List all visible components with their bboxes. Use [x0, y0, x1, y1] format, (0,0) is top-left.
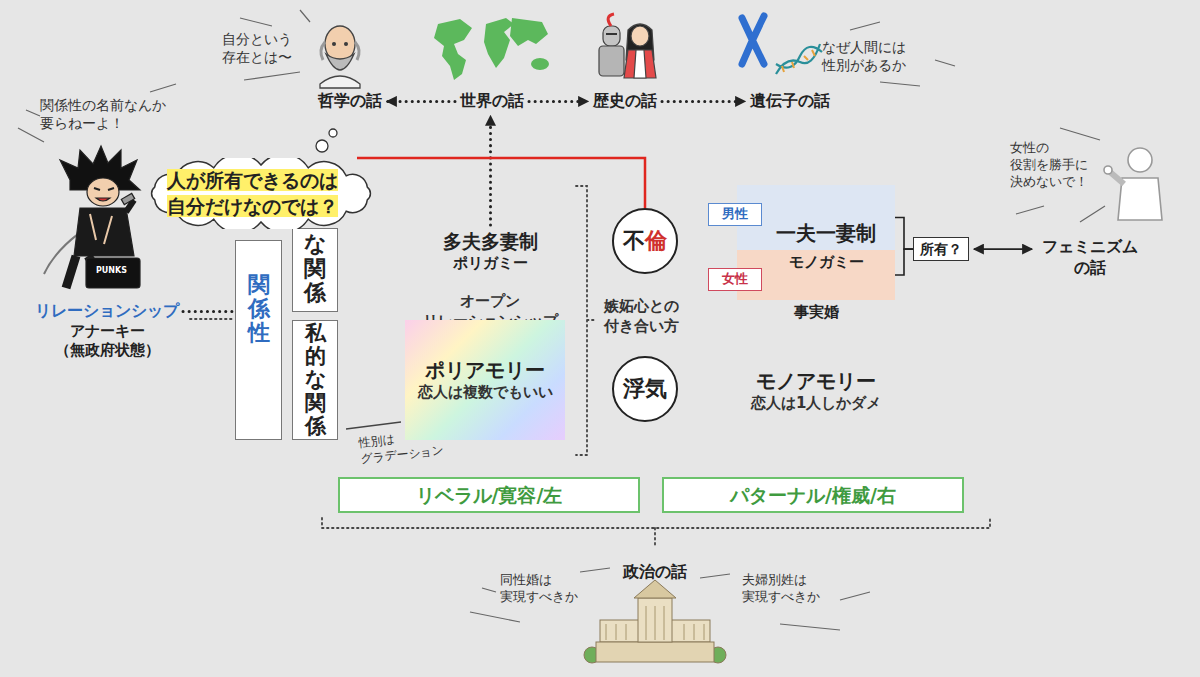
stance-box: パターナル/権威/右 — [662, 477, 964, 513]
topic-label: 世界の話 — [460, 91, 524, 112]
question-box: 所有？ — [913, 237, 969, 261]
annotation: 嫉妬心との 付き合い方 — [598, 297, 685, 336]
annotation: 性別は グラデーション — [358, 427, 451, 467]
slash-marks — [18, 10, 1105, 630]
thought-puffs — [316, 129, 337, 152]
thought-bubble: 人が所有できるのは 自分だけなのでは？ — [145, 158, 377, 229]
gender-tag: 男性 — [708, 203, 762, 226]
vertical-box: な関係 — [292, 228, 338, 312]
color-band: モノガミー女性 — [737, 250, 895, 300]
node-text: 浮気 — [623, 375, 667, 404]
node-text: 一夫一妻制 — [776, 220, 876, 246]
node-text: 多夫多妻制 — [443, 229, 538, 254]
connector — [529, 100, 588, 103]
connector — [895, 249, 913, 275]
node-text: 不倫 — [623, 227, 667, 256]
node-text: モノガミー — [789, 253, 864, 273]
connector — [895, 218, 913, 250]
color-band: 一夫一妻制男性 — [737, 185, 895, 250]
circle-node: 浮気 — [612, 356, 678, 422]
annotation: なぜ人間には 性別があるか — [822, 38, 920, 74]
node-text: ポリガミー — [443, 254, 538, 274]
annotation: 自分という 存在とは〜 — [222, 30, 306, 66]
annotation: 女性の 役割を勝手に 決めないで！ — [1010, 140, 1105, 191]
node-text: 歴史の話 — [593, 91, 657, 112]
node-text: 恋人は複数でもいい — [418, 383, 553, 403]
connector — [489, 116, 492, 225]
node-text: 哲学の話 — [318, 91, 382, 112]
concept-label: リレーションシップアナーキー （無政府状態） — [35, 301, 179, 361]
philosopher-icon — [320, 26, 360, 88]
concept-label: モノアモリー恋人は1人しかダメ — [751, 368, 881, 414]
punk-figure — [44, 146, 140, 288]
connector — [183, 310, 234, 313]
node-text: 政治の話 — [623, 562, 687, 583]
gender-tag: 女性 — [708, 268, 762, 291]
node-text: な関係 — [304, 232, 326, 305]
node-text: リベラル/寛容/左 — [416, 483, 563, 508]
topic-label: フェミニズム の話 — [1037, 237, 1143, 279]
topic-label: 政治の話 — [623, 562, 687, 583]
cloud-shape — [152, 158, 371, 229]
node-text: 世界の話 — [460, 91, 524, 112]
world-map-icon — [434, 18, 549, 80]
circle-node: 不倫 — [612, 208, 678, 274]
gene-icon — [742, 16, 822, 74]
annotation: 夫婦別姓は 実現すべきか — [742, 572, 827, 606]
vertical-box: 関係性 — [235, 240, 282, 440]
node-text: モノアモリー — [751, 368, 881, 394]
node-text: 所有？ — [920, 240, 962, 258]
dotted-brackets — [190, 186, 990, 546]
connector — [974, 248, 1032, 250]
connector — [357, 158, 645, 208]
node-text: リレーションシップ — [35, 301, 179, 322]
annotation: 関係性の名前なんか 要らねーよ！ — [40, 96, 174, 132]
annotation: 同性婚は 実現すべきか — [500, 572, 585, 606]
concept-label: 事実婚 — [794, 303, 839, 323]
node-text: ポリアモリー — [425, 357, 545, 383]
parliament-building — [584, 580, 726, 663]
connector — [387, 100, 455, 103]
node-text: 私的な関係 — [305, 322, 326, 437]
stance-box: リベラル/寛容/左 — [338, 477, 640, 513]
node-text: 関係性 — [248, 273, 270, 346]
vertical-box: 私的な関係 — [292, 320, 338, 440]
person-figure — [1104, 148, 1162, 220]
knight-princess-icon — [599, 14, 656, 78]
node-text: 恋人は1人しかダメ — [751, 394, 881, 414]
rainbow-box: ポリアモリー恋人は複数でもいい — [405, 320, 565, 440]
connector — [662, 100, 745, 103]
leader-line — [346, 422, 401, 429]
topic-label: 哲学の話 — [318, 91, 382, 112]
node-text: アナーキー （無政府状態） — [47, 322, 167, 361]
node-text: 遺伝子の話 — [750, 91, 830, 112]
node-text: 女性 — [722, 271, 748, 288]
node-text: 事実婚 — [794, 303, 839, 323]
node-text: 男性 — [722, 206, 748, 223]
node-text: パターナル/権威/右 — [730, 483, 896, 508]
node-text: フェミニズム の話 — [1037, 237, 1143, 279]
topic-label: 遺伝子の話 — [750, 91, 830, 112]
topic-label: 歴史の話 — [593, 91, 657, 112]
annotation: PUNKS — [96, 266, 127, 276]
concept-label: 多夫多妻制ポリガミー — [443, 229, 538, 273]
